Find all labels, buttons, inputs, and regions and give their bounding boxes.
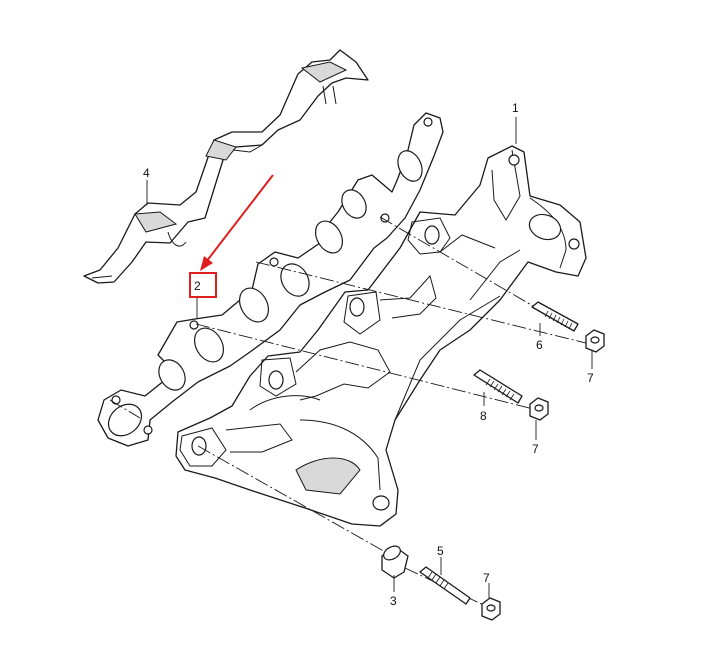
highlight-arrowhead <box>200 256 213 271</box>
highlight-box <box>189 272 217 298</box>
manifold-gasket-part-2 <box>97 112 444 447</box>
callout-8: 8 <box>480 409 487 423</box>
stud-part-8 <box>473 369 523 404</box>
callout-4: 4 <box>143 166 150 180</box>
callout-1: 1 <box>512 101 519 115</box>
exhaust-manifold-part-1 <box>175 145 587 527</box>
callout-7-lower: 7 <box>483 571 490 585</box>
callout-5: 5 <box>437 544 444 558</box>
heat-shield-part-4 <box>83 49 369 284</box>
callout-leaders <box>146 117 593 598</box>
callout-6: 6 <box>536 338 543 352</box>
nut-part-7-middle <box>529 397 549 421</box>
stud-part-6 <box>531 301 579 332</box>
callout-7-upper: 7 <box>587 371 594 385</box>
callout-7-middle: 7 <box>532 442 539 456</box>
callout-3: 3 <box>390 594 397 608</box>
nut-part-7-lower <box>481 597 501 621</box>
highlight-arrow <box>205 174 274 263</box>
highlight-annotation <box>189 174 274 298</box>
stud-part-5 <box>419 566 471 605</box>
spacer-sleeve-part-3 <box>381 545 409 579</box>
nut-part-7-upper <box>585 329 605 353</box>
callout-2: 2 <box>194 279 201 293</box>
